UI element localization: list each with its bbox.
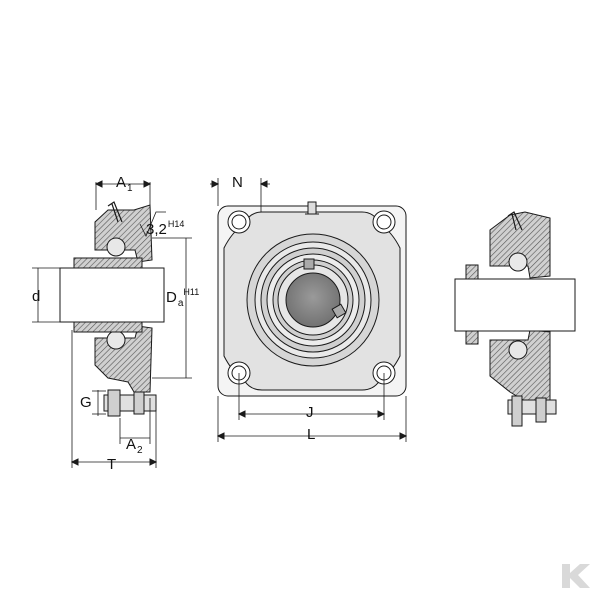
- right-section-view: [454, 211, 576, 427]
- label-n: N: [232, 174, 243, 191]
- label-d: d: [32, 288, 41, 305]
- set-screw-right: [331, 303, 347, 319]
- brand-logo-icon: [562, 564, 590, 588]
- label-g: G: [80, 394, 92, 411]
- inner-ring-lower: [73, 321, 143, 333]
- grease-nipple-front: [305, 201, 319, 215]
- label-t: T: [107, 456, 117, 473]
- label-a1: A1: [116, 174, 133, 194]
- grease-nipple-left: [107, 201, 123, 223]
- shaft-right: [454, 278, 576, 332]
- shaft-front: [285, 272, 341, 328]
- label-l: L: [307, 426, 316, 443]
- ball-lower: [106, 330, 126, 350]
- ball-upper-right: [508, 252, 528, 272]
- inner-ring-upper: [73, 257, 143, 269]
- ball-lower-right: [508, 340, 528, 360]
- front-view: [210, 178, 408, 442]
- label-roughness: 3,2H14: [146, 219, 185, 238]
- ball-upper: [106, 237, 126, 257]
- grease-nipple-right: [507, 211, 523, 231]
- left-section-view: [32, 180, 192, 468]
- set-screw-top: [303, 258, 315, 270]
- housing-upper-section: [94, 204, 153, 263]
- shaft-left: [59, 267, 165, 323]
- label-j: J: [306, 404, 314, 421]
- label-a2: A2: [126, 436, 143, 456]
- label-da: DaH11: [166, 287, 200, 309]
